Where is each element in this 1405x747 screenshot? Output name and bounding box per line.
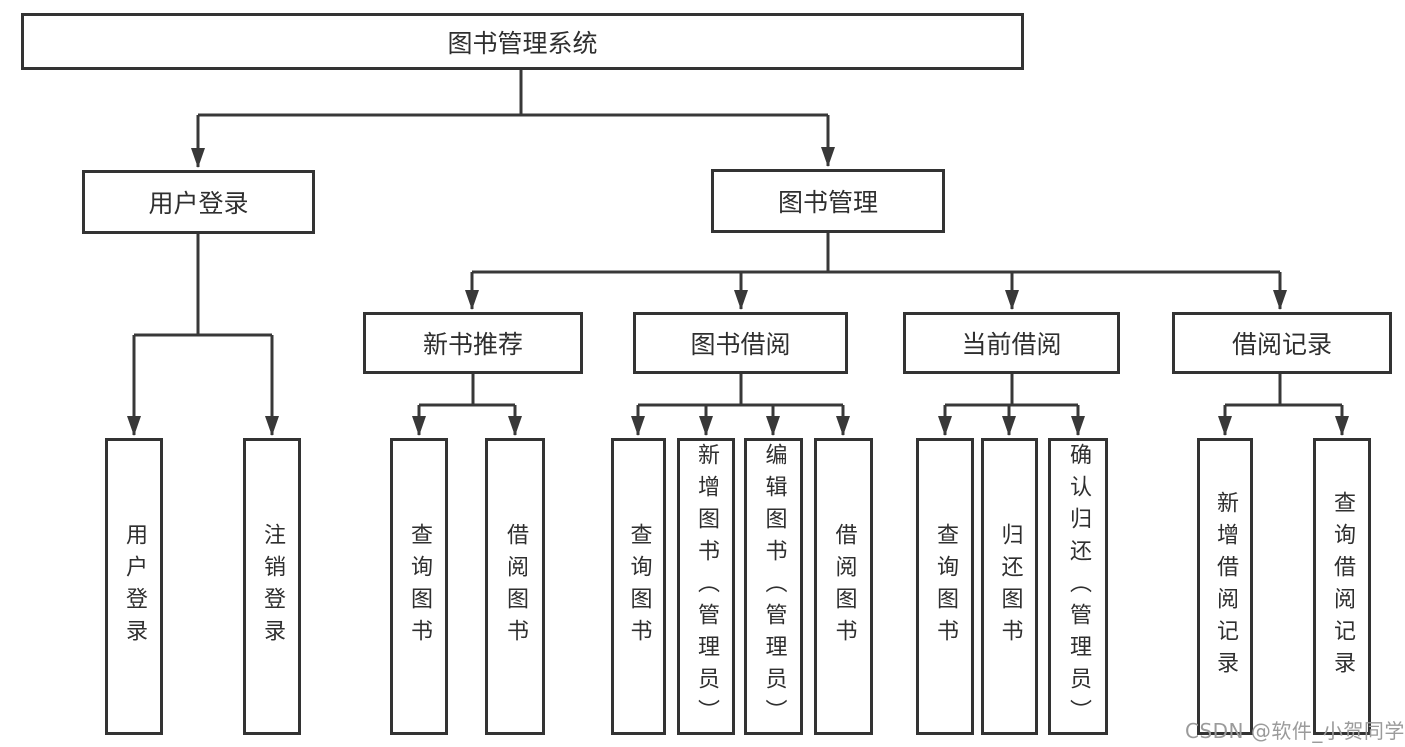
leaf-add-books-admin: 新增图书（管理员） — [677, 438, 735, 735]
leaf-return-books: 归还图书 — [981, 438, 1038, 735]
leaf-edit-books-admin: 编辑图书（管理员） — [744, 438, 803, 735]
leaf-confirm-return-admin: 确认归还（管理员） — [1048, 438, 1108, 735]
leaf-confirm-return-admin-label: 确认归还（管理员） — [1066, 442, 1091, 731]
leaf-newbook-borrow-books: 借阅图书 — [485, 438, 545, 735]
node-current-borrow: 当前借阅 — [903, 312, 1120, 374]
leaf-borrow-borrow-books: 借阅图书 — [814, 438, 873, 735]
leaf-borrow-borrow-books-label: 借阅图书 — [831, 522, 857, 651]
node-new-book-recommend: 新书推荐 — [363, 312, 583, 374]
node-library-system-label: 图书管理系统 — [447, 28, 598, 58]
leaf-user-login-label: 用户登录 — [122, 522, 147, 651]
node-library-system: 图书管理系统 — [21, 13, 1024, 70]
node-book-management-label: 图书管理 — [777, 188, 878, 217]
leaf-current-query-books-label: 查询图书 — [933, 522, 958, 651]
node-borrow-records: 借阅记录 — [1172, 312, 1392, 374]
node-user-login-label: 用户登录 — [148, 189, 249, 218]
leaf-newbook-borrow-books-label: 借阅图书 — [503, 522, 528, 651]
leaf-newbook-query-books-label: 查询图书 — [407, 522, 432, 651]
leaf-edit-books-admin-label: 编辑图书（管理员） — [761, 442, 787, 731]
leaf-logout-label: 注销登录 — [260, 522, 285, 651]
node-book-management: 图书管理 — [711, 169, 945, 233]
node-user-login: 用户登录 — [82, 170, 315, 234]
leaf-borrow-query-books-label: 查询图书 — [626, 522, 652, 651]
node-book-borrow: 图书借阅 — [633, 312, 848, 374]
leaf-user-login: 用户登录 — [105, 438, 163, 735]
node-book-borrow-label: 图书借阅 — [690, 330, 791, 359]
leaf-return-books-label: 归还图书 — [997, 522, 1023, 651]
node-new-book-recommend-label: 新书推荐 — [422, 330, 523, 359]
leaf-query-borrow-record: 查询借阅记录 — [1313, 438, 1371, 735]
leaf-borrow-query-books: 查询图书 — [611, 438, 666, 735]
leaf-logout: 注销登录 — [243, 438, 301, 735]
leaf-add-borrow-record-label: 新增借阅记录 — [1213, 490, 1238, 683]
node-borrow-records-label: 借阅记录 — [1231, 330, 1332, 359]
leaf-newbook-query-books: 查询图书 — [390, 438, 448, 735]
leaf-current-query-books: 查询图书 — [916, 438, 974, 735]
leaf-query-borrow-record-label: 查询借阅记录 — [1330, 490, 1355, 683]
node-current-borrow-label: 当前借阅 — [961, 330, 1062, 359]
leaf-add-borrow-record: 新增借阅记录 — [1197, 438, 1253, 735]
csdn-watermark: CSDN @软件_小贺同学 — [1185, 719, 1405, 743]
leaf-add-books-admin-label: 新增图书（管理员） — [694, 442, 719, 731]
